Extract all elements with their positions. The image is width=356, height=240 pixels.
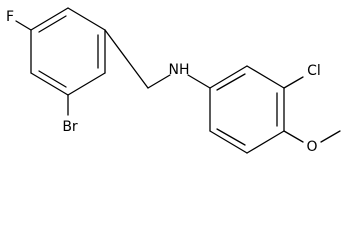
- ring2-bond-upper-right: [246, 65, 285, 89]
- fluorine-bond: [15, 20, 32, 31]
- ring1-double-bond-upper-left: [38, 15, 67, 33]
- ring2-bond-upper-left: [209, 65, 248, 89]
- methylene-bond-2: [147, 74, 171, 89]
- methylene-bond-1: [104, 29, 149, 89]
- bromine-label: Br: [62, 119, 78, 135]
- ring1-bond-upper-left: [30, 7, 69, 31]
- ring1-bond-top: [67, 7, 106, 31]
- fluorine-label: F: [6, 9, 14, 25]
- chlorine-bond: [283, 76, 304, 89]
- methyl-bond: [320, 130, 341, 143]
- ring1-bond-lower-left: [30, 72, 69, 96]
- oxygen-label: O: [306, 139, 317, 155]
- chlorine-label: Cl: [307, 63, 321, 79]
- ring2-double-bond-lower-left: [216, 128, 246, 146]
- chloromethoxyphenyl-ring: [209, 65, 285, 154]
- molecule-structure-diagram: F Br NH Cl O: [6, 7, 341, 155]
- oxygen-bond: [283, 130, 304, 143]
- bromofluorophenyl-ring: [30, 7, 106, 96]
- ring2-bond-lower-right: [246, 130, 285, 154]
- ring2-bond-lower-left: [209, 130, 248, 154]
- amine-label: NH: [169, 62, 190, 78]
- ring1-double-bond-lower-left: [38, 70, 67, 88]
- ring1-bond-lower-right: [67, 72, 106, 96]
- ring2-double-bond-upper-left: [216, 73, 246, 91]
- amine-aryl-bond: [187, 74, 211, 89]
